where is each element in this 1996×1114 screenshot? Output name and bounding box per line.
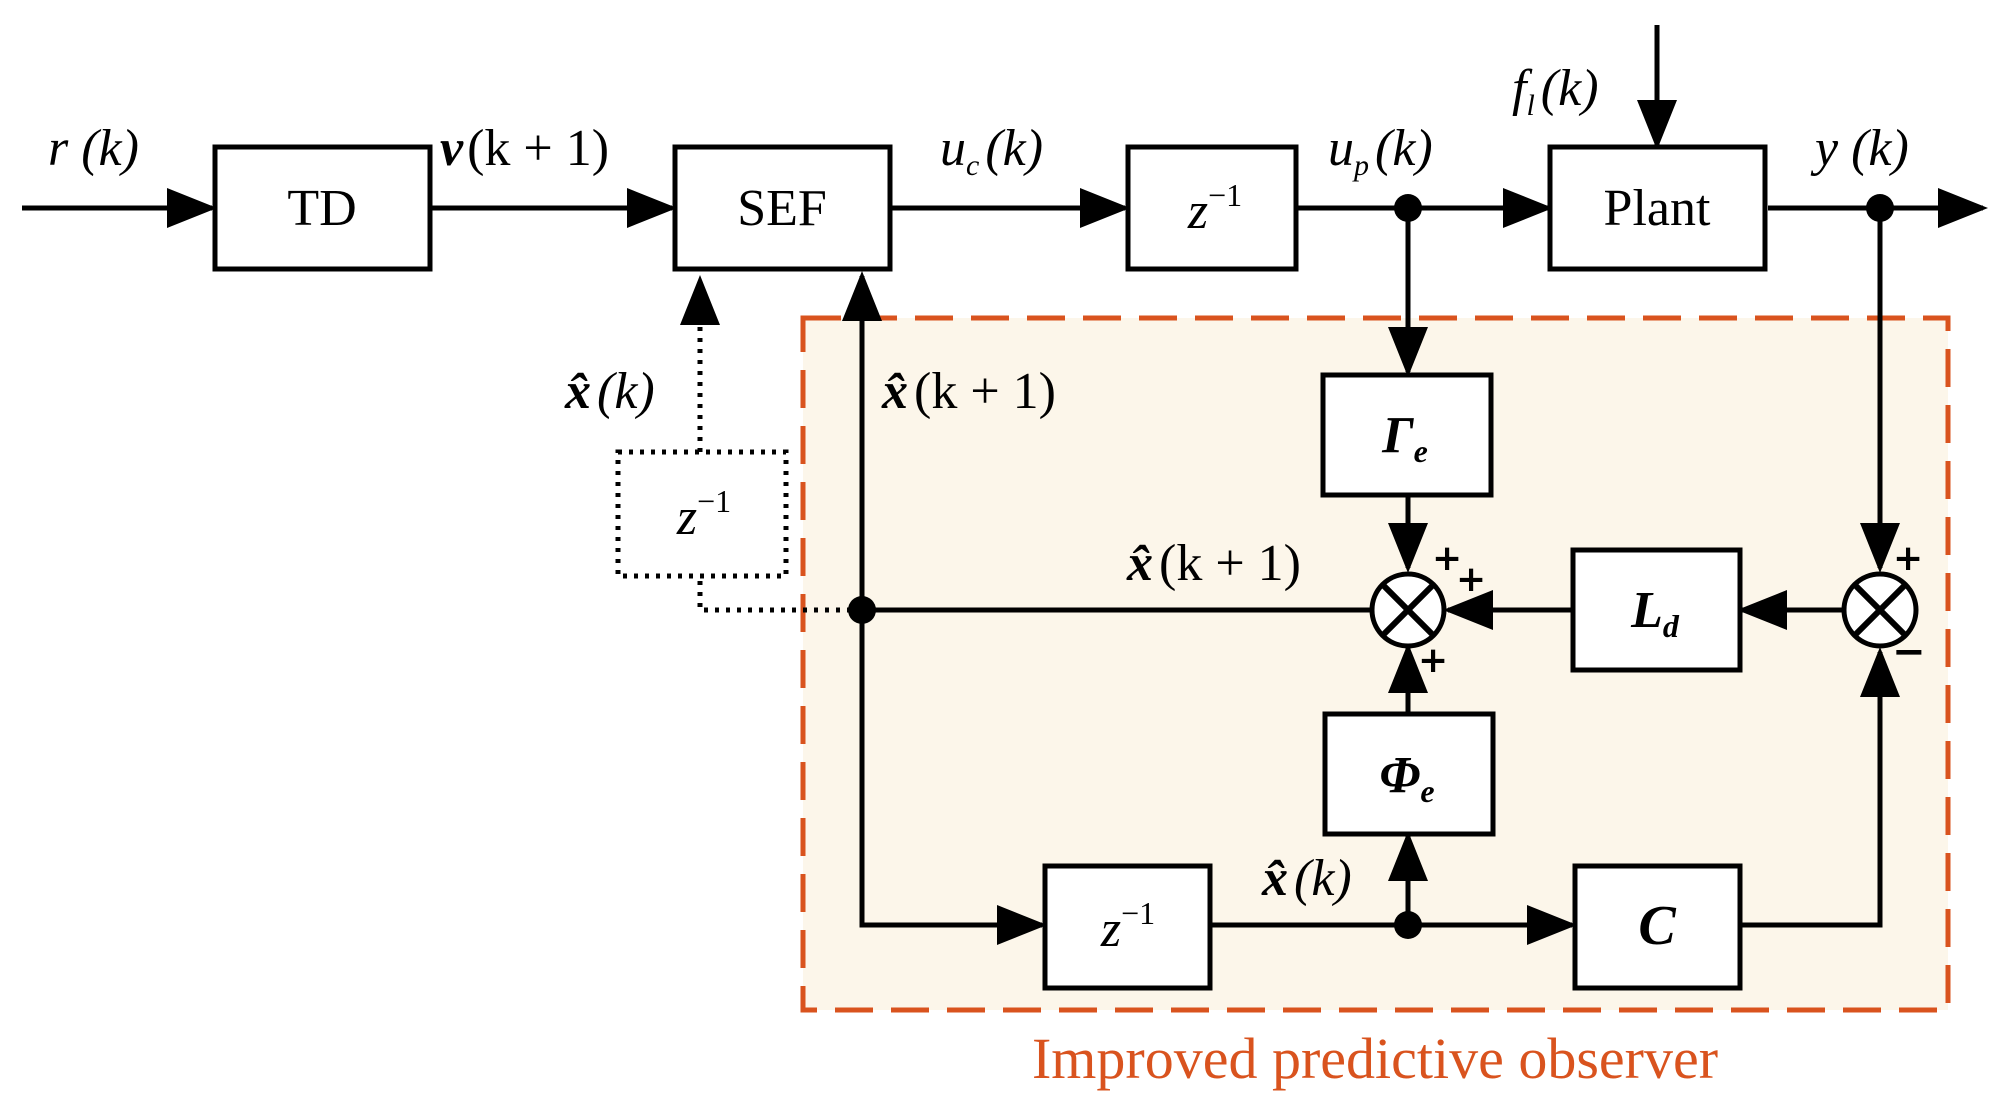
label-r: r (k) (48, 120, 139, 177)
gamma-block: Γe (1320, 372, 1494, 498)
summer-central (1369, 571, 1447, 649)
sef-label: SEF (737, 180, 827, 237)
delay-observer-label: z−1 (1100, 895, 1155, 958)
sign-right-bottom: − (1892, 629, 1926, 675)
c-label: C (1638, 895, 1676, 957)
sign-central-right: + (1456, 559, 1486, 600)
delay-main-block: z−1 (1125, 144, 1299, 272)
sef-block: SEF (672, 144, 893, 272)
ld-label: Ld (1630, 582, 1680, 644)
label-xhat-k1-mid: x̂(k + 1) (1126, 535, 1301, 592)
summer-right (1841, 571, 1919, 649)
gamma-label: Γe (1381, 407, 1428, 469)
observer-label: Improved predictive observer (1032, 1026, 1718, 1091)
phi-block: Φe (1322, 711, 1496, 837)
ld-block: Ld (1570, 547, 1743, 673)
sign-central-bottom: + (1418, 640, 1448, 681)
label-fl: fl(k) (1512, 60, 1599, 122)
label-xhat-sef: x̂(k) (564, 363, 655, 420)
sign-right-top: + (1893, 538, 1923, 579)
delay-observer-block: z−1 (1042, 863, 1213, 991)
label-xhat-k-lower: x̂(k) (1261, 850, 1352, 907)
label-up: up(k) (1328, 120, 1433, 182)
wire-c-to-summer (1742, 647, 1900, 928)
label-uc: uc(k) (940, 120, 1043, 182)
phi-label: Φe (1379, 747, 1434, 809)
sign-central-top: + (1432, 538, 1462, 579)
plant-label: Plant (1604, 180, 1711, 237)
junction-y (1866, 194, 1894, 222)
wire-xhat-to-delay (859, 610, 1047, 945)
delay-main-label: z−1 (1187, 177, 1242, 240)
td-label: TD (287, 180, 356, 237)
label-xhat-k1-upper: x̂(k + 1) (881, 363, 1056, 420)
c-block: C (1572, 863, 1743, 991)
td-block: TD (212, 144, 433, 272)
plant-block: Plant (1547, 144, 1768, 272)
delay-dotted-label: z−1 (676, 483, 731, 546)
delay-dotted-block: z−1 (615, 449, 789, 579)
label-y: y (k) (1810, 120, 1909, 177)
label-v: v(k + 1) (440, 120, 609, 177)
junction-up (1394, 194, 1422, 222)
